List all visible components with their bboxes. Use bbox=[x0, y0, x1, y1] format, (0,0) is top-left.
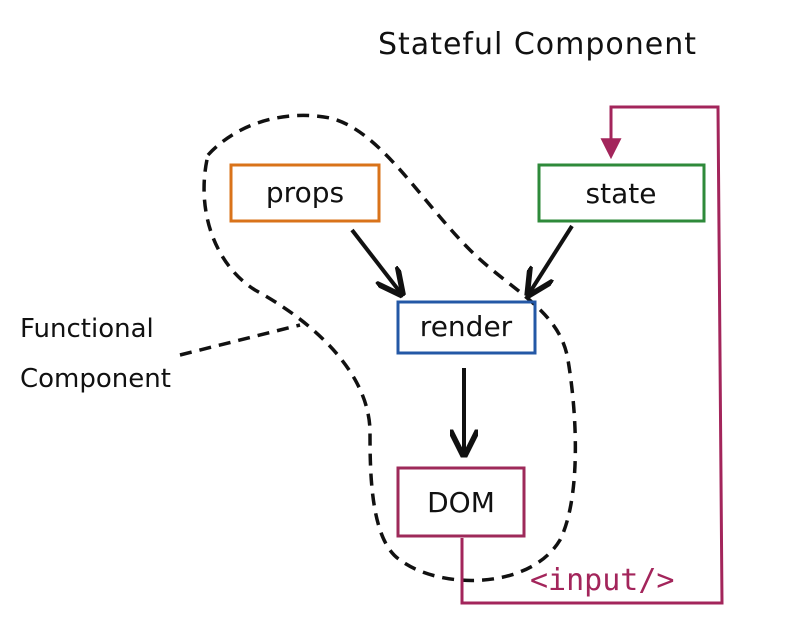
functional-boundary bbox=[202, 113, 578, 583]
props-box bbox=[229, 163, 381, 223]
props-label: props bbox=[266, 176, 344, 209]
render-label: render bbox=[420, 310, 513, 343]
render-box bbox=[396, 300, 537, 355]
dom-label: DOM bbox=[427, 486, 495, 519]
state-box bbox=[537, 163, 706, 223]
dom-box bbox=[396, 466, 526, 538]
functional-pointer bbox=[179, 323, 301, 357]
input-label: <input/> bbox=[530, 563, 675, 598]
stateful-component-title: Stateful Component bbox=[378, 27, 697, 62]
functional-label-line1: Functional bbox=[20, 314, 154, 344]
state-label: state bbox=[586, 177, 657, 210]
feedback-loop bbox=[460, 105, 724, 605]
arrow-state-to-render bbox=[530, 224, 574, 292]
arrow-props-to-render bbox=[350, 228, 400, 292]
functional-label-line2: Component bbox=[20, 364, 171, 394]
